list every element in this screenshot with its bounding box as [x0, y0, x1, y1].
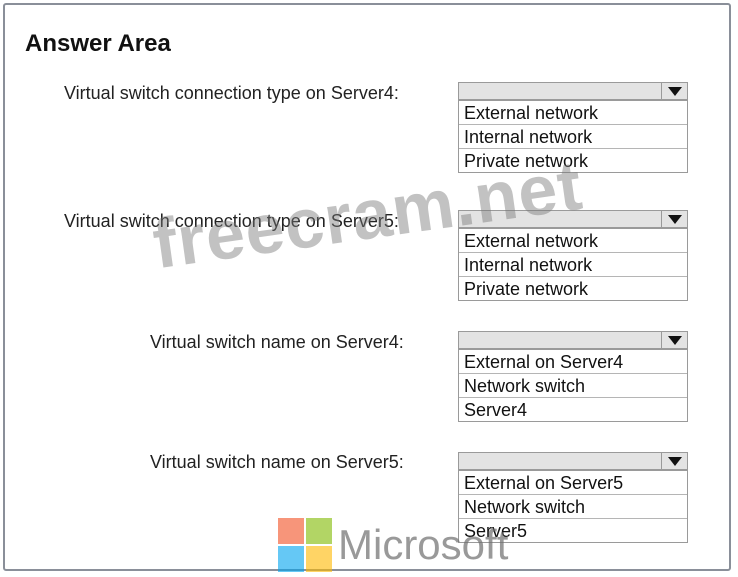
dropdown-header-1[interactable]: [458, 82, 688, 100]
dropdown-list-1: External network Internal network Privat…: [458, 100, 688, 173]
page-title: Answer Area: [25, 30, 171, 57]
dropdown-option[interactable]: Network switch: [459, 494, 687, 518]
dropdown-option[interactable]: External network: [459, 100, 687, 124]
question-label-3: Virtual switch name on Server4:: [150, 332, 404, 352]
dropdown-list-4: External on Server5 Network switch Serve…: [458, 470, 688, 543]
chevron-down-icon[interactable]: [661, 331, 687, 349]
dropdown-option[interactable]: Internal network: [459, 252, 687, 276]
dropdown-option[interactable]: External on Server5: [459, 470, 687, 494]
dropdown-option[interactable]: Private network: [459, 276, 687, 300]
chevron-down-icon[interactable]: [661, 452, 687, 470]
dropdown-option[interactable]: Internal network: [459, 124, 687, 148]
dropdown-option[interactable]: Network switch: [459, 373, 687, 397]
dropdown-option[interactable]: Private network: [459, 148, 687, 172]
question-label-2: Virtual switch connection type on Server…: [64, 211, 399, 231]
dropdown-header-3[interactable]: [458, 331, 688, 349]
chevron-down-icon[interactable]: [661, 210, 687, 228]
chevron-down-icon[interactable]: [661, 82, 687, 100]
question-label-4: Virtual switch name on Server5:: [150, 452, 404, 472]
dropdown-3[interactable]: External on Server4 Network switch Serve…: [458, 331, 688, 422]
dropdown-4[interactable]: External on Server5 Network switch Serve…: [458, 452, 688, 543]
dropdown-option[interactable]: External network: [459, 228, 687, 252]
dropdown-header-4[interactable]: [458, 452, 688, 470]
dropdown-option[interactable]: External on Server4: [459, 349, 687, 373]
dropdown-option[interactable]: Server5: [459, 518, 687, 542]
question-label-1: Virtual switch connection type on Server…: [64, 83, 399, 103]
dropdown-2[interactable]: External network Internal network Privat…: [458, 210, 688, 301]
dropdown-header-2[interactable]: [458, 210, 688, 228]
dropdown-option[interactable]: Server4: [459, 397, 687, 421]
dropdown-1[interactable]: External network Internal network Privat…: [458, 82, 688, 173]
dropdown-list-3: External on Server4 Network switch Serve…: [458, 349, 688, 422]
dropdown-list-2: External network Internal network Privat…: [458, 228, 688, 301]
